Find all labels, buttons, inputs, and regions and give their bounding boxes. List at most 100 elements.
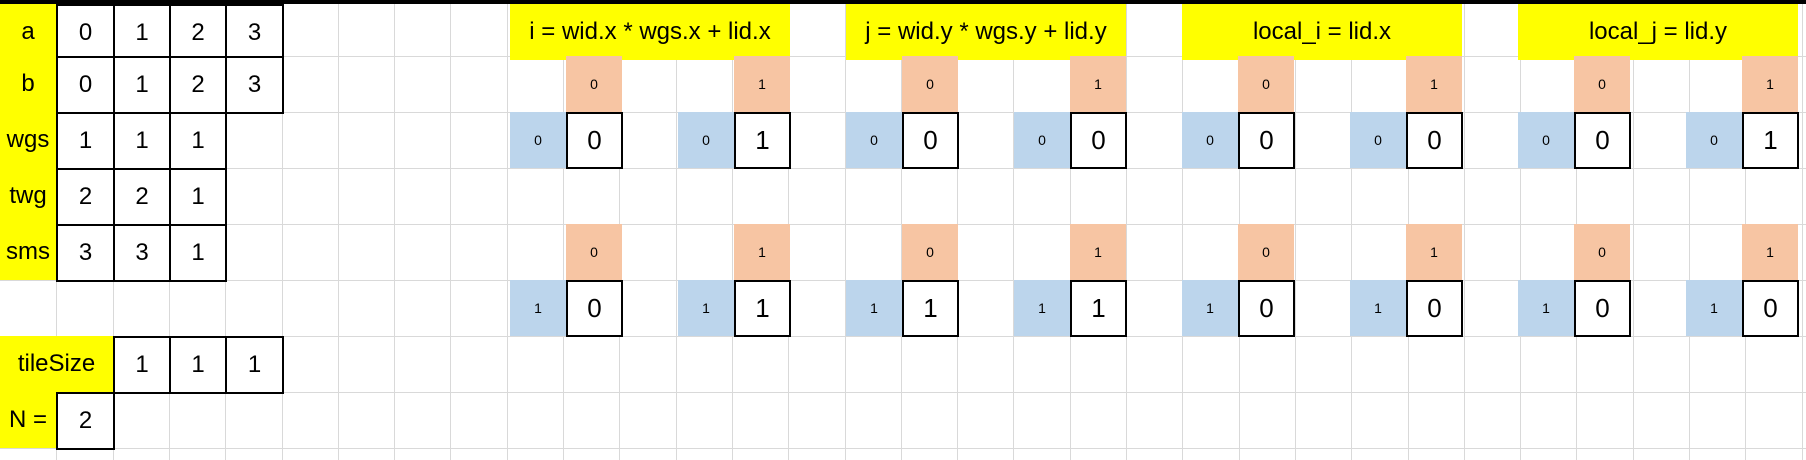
wid-indicator-cell: 0 [1686,112,1742,168]
gridline-vertical [901,4,902,460]
gridline-vertical [450,4,451,460]
param-label: twg [0,168,56,224]
lid-indicator-cell: 1 [1070,224,1126,280]
result-cell[interactable]: 0 [1238,280,1295,337]
gridline-vertical [338,4,339,460]
param-value-cell[interactable]: 1 [169,112,227,170]
top-border [0,0,1806,4]
gridline-vertical [1013,4,1014,460]
lid-indicator-cell: 1 [1070,56,1126,112]
lid-indicator-cell: 0 [1238,224,1294,280]
gridline-horizontal [0,448,1806,449]
result-cell[interactable]: 0 [1742,280,1799,337]
lid-indicator-cell: 0 [566,56,622,112]
param-value-cell[interactable]: 0 [56,4,115,62]
param-label: b [0,56,56,112]
result-cell[interactable]: 0 [1070,112,1127,169]
result-cell[interactable]: 1 [902,280,959,337]
lid-indicator-cell: 0 [902,56,958,112]
gridline-vertical [394,4,395,460]
n-label: N = [0,392,56,448]
wid-indicator-cell: 1 [678,280,734,336]
tile-size-value-cell[interactable]: 1 [113,336,171,394]
param-label: a [0,4,56,60]
lid-indicator-cell: 0 [1238,56,1294,112]
lid-indicator-cell: 1 [734,56,790,112]
result-cell[interactable]: 0 [566,112,623,169]
wid-indicator-cell: 0 [1350,112,1406,168]
lid-indicator-cell: 1 [1742,224,1798,280]
wid-indicator-cell: 0 [1014,112,1070,168]
result-cell[interactable]: 1 [734,280,791,337]
wid-indicator-cell: 0 [1182,112,1238,168]
result-cell[interactable]: 1 [734,112,791,169]
lid-indicator-cell: 0 [566,224,622,280]
gridline-vertical [282,4,283,460]
wid-indicator-cell: 1 [1686,280,1742,336]
result-cell[interactable]: 0 [1574,280,1631,337]
param-value-cell[interactable]: 3 [225,4,284,62]
wid-indicator-cell: 1 [1182,280,1238,336]
param-value-cell[interactable]: 3 [56,224,115,282]
lid-indicator-cell: 0 [1574,224,1630,280]
wid-indicator-cell: 1 [1518,280,1574,336]
section-header: local_j = lid.y [1518,4,1798,60]
gridline-vertical [732,4,733,460]
gridline-vertical [845,4,846,460]
result-cell[interactable]: 0 [566,280,623,337]
result-cell[interactable]: 0 [1238,112,1295,169]
lid-indicator-cell: 1 [1742,56,1798,112]
param-value-cell[interactable]: 1 [113,112,171,170]
wid-indicator-cell: 0 [510,112,566,168]
wid-indicator-cell: 1 [846,280,902,336]
gridline-horizontal [0,392,1806,393]
param-value-cell[interactable]: 3 [113,224,171,282]
gridline-vertical [563,4,564,460]
gridline-vertical [1351,4,1352,460]
wid-indicator-cell: 1 [1350,280,1406,336]
result-cell[interactable]: 0 [1574,112,1631,169]
gridline-vertical [1633,4,1634,460]
tile-size-value-cell[interactable]: 1 [169,336,227,394]
gridline-vertical [676,4,677,460]
lid-indicator-cell: 1 [734,224,790,280]
param-value-cell[interactable]: 1 [113,56,171,114]
lid-indicator-cell: 0 [902,224,958,280]
result-cell[interactable]: 0 [902,112,959,169]
result-cell[interactable]: 1 [1742,112,1799,169]
lid-indicator-cell: 0 [1574,56,1630,112]
wid-indicator-cell: 0 [846,112,902,168]
param-value-cell[interactable]: 1 [113,4,171,62]
wid-indicator-cell: 1 [510,280,566,336]
param-value-cell[interactable]: 1 [169,168,227,226]
gridline-vertical [507,4,508,460]
gridline-vertical [1295,4,1296,460]
param-value-cell[interactable]: 1 [169,224,227,282]
result-cell[interactable]: 1 [1070,280,1127,337]
tile-size-value-cell[interactable]: 1 [225,336,284,394]
param-value-cell[interactable]: 2 [56,168,115,226]
gridline-vertical [1520,4,1521,460]
param-value-cell[interactable]: 3 [225,56,284,114]
wid-indicator-cell: 0 [678,112,734,168]
tile-size-label: tileSize [0,336,113,392]
param-value-cell[interactable]: 2 [169,56,227,114]
wid-indicator-cell: 1 [1014,280,1070,336]
param-value-cell[interactable]: 2 [113,168,171,226]
param-label: sms [0,224,56,280]
param-label: wgs [0,112,56,168]
section-header: j = wid.y * wgs.y + lid.y [846,4,1126,60]
param-value-cell[interactable]: 2 [169,4,227,62]
param-value-cell[interactable]: 1 [56,112,115,170]
lid-indicator-cell: 1 [1406,56,1462,112]
param-value-cell[interactable]: 0 [56,56,115,114]
n-value-cell[interactable]: 2 [56,392,115,450]
gridline-vertical [1126,4,1127,460]
lid-indicator-cell: 1 [1406,224,1462,280]
gridline-vertical [1802,4,1803,460]
section-header: i = wid.x * wgs.x + lid.x [510,4,790,60]
result-cell[interactable]: 0 [1406,112,1463,169]
wid-indicator-cell: 0 [1518,112,1574,168]
result-cell[interactable]: 0 [1406,280,1463,337]
